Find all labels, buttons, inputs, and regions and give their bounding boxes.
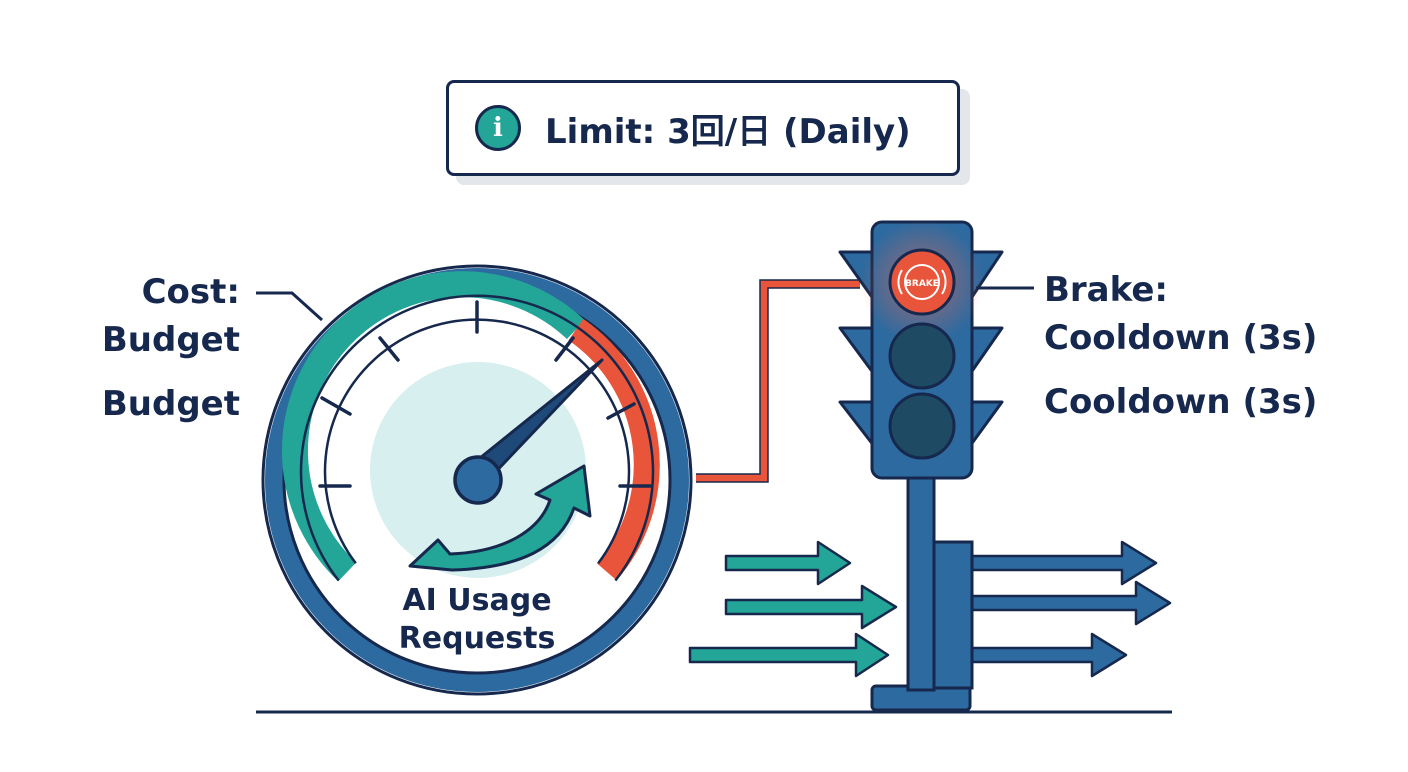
budget-label-2: Budget	[101, 384, 240, 424]
cost-label: Cost:	[141, 272, 240, 312]
connector-cable	[696, 279, 860, 483]
incoming-arrow-1	[724, 540, 852, 586]
yellow-light-off	[888, 322, 956, 390]
connector-cable-outline	[696, 279, 860, 483]
brake-label: Brake:	[1044, 270, 1168, 310]
outgoing-arrow-2	[970, 580, 1172, 626]
traffic-light-pole	[906, 468, 936, 692]
outgoing-arrow-3	[970, 632, 1128, 678]
outgoing-arrow-1	[970, 540, 1158, 586]
gauge-arc-danger	[568, 318, 660, 581]
incoming-arrow-2	[724, 584, 898, 630]
outgoing-request-arrows	[970, 540, 1172, 678]
gauge-label-line1: AI Usage	[402, 583, 551, 618]
incoming-request-arrows	[688, 540, 898, 678]
gauge-label-line2: Requests	[399, 621, 556, 656]
up-trend-arrow-icon	[408, 464, 592, 572]
incoming-arrow-3	[688, 632, 890, 678]
cooldown-label-2: Cooldown (3s)	[1044, 382, 1318, 422]
red-brake-light	[888, 248, 956, 316]
brake-lamp-text: BRAKE	[905, 279, 939, 289]
daily-limit-text: Limit: 3回/日 (Daily)	[545, 111, 911, 152]
budget-label-1: Budget	[101, 320, 240, 360]
info-icon: i	[475, 105, 521, 151]
daily-limit-banner: i Limit: 3回/日 (Daily)	[446, 80, 960, 176]
green-light-off	[888, 392, 956, 460]
cooldown-label-1: Cooldown (3s)	[1044, 318, 1318, 358]
usage-gauge: AI Usage Requests	[261, 264, 693, 696]
cost-leader-line	[256, 291, 324, 322]
traffic-light: BRAKE	[838, 220, 1004, 712]
gauge-ticks	[318, 300, 652, 488]
